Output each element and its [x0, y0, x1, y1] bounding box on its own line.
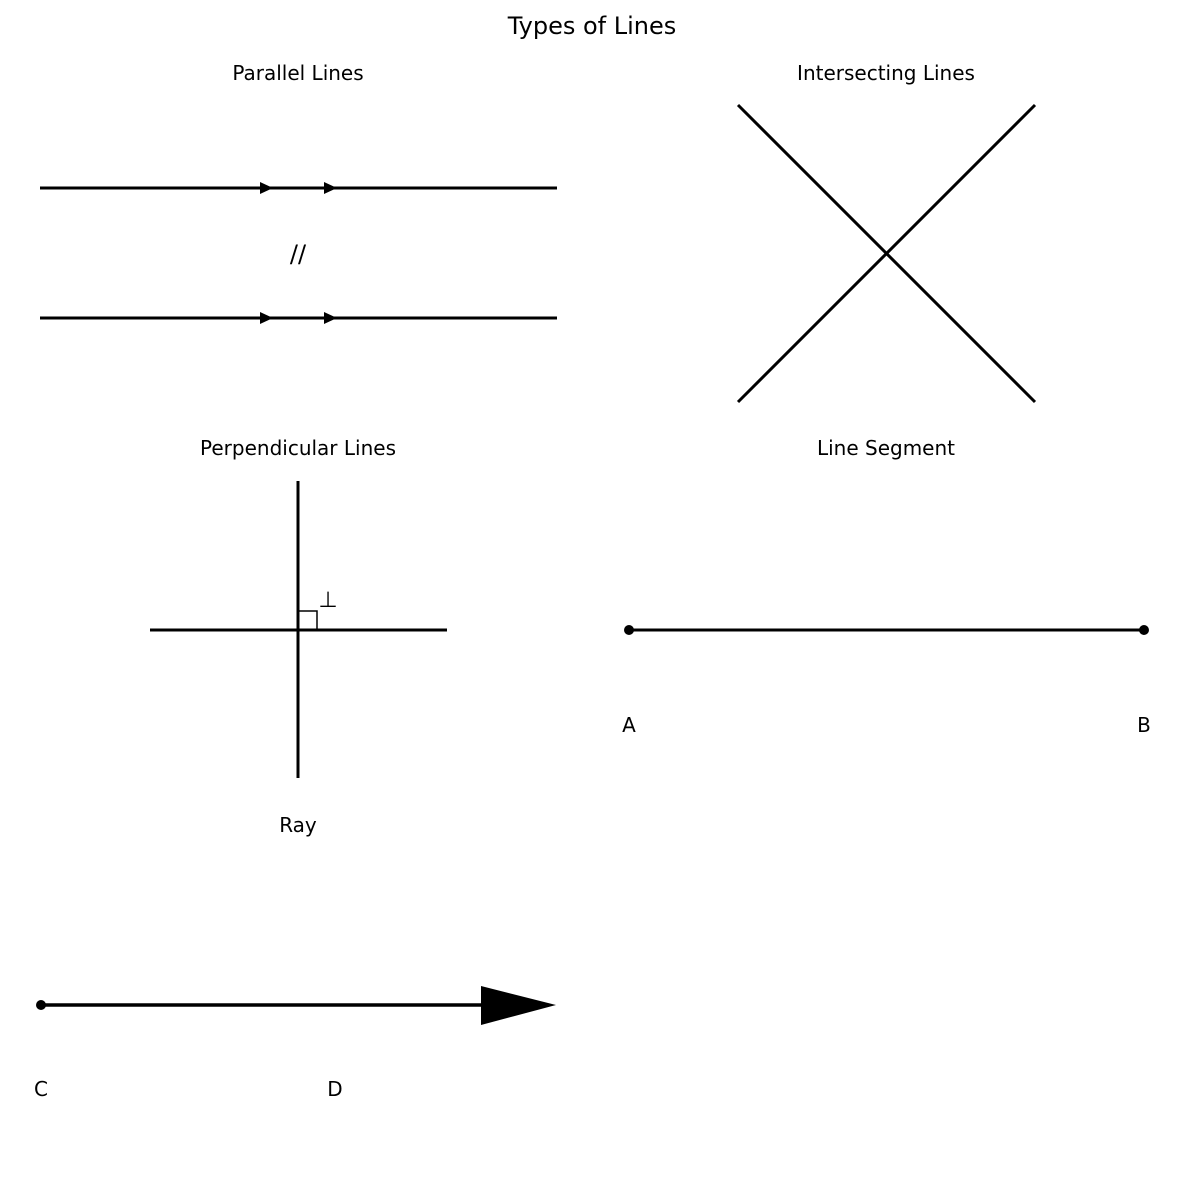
right-angle-marker	[297, 610, 318, 631]
intersecting-line-ascending	[736, 103, 1037, 404]
intersecting-lines-title: Intersecting Lines	[797, 61, 975, 85]
ray-label-d: D	[327, 1077, 342, 1101]
ray-title: Ray	[279, 813, 317, 837]
perpendicular-symbol: ⊥	[318, 588, 337, 613]
parallel-arrow-top-1	[260, 182, 273, 194]
segment-label-a: A	[622, 713, 636, 737]
perpendicular-lines-panel: Perpendicular Lines ⊥	[150, 436, 447, 778]
parallel-arrow-top-2	[324, 182, 337, 194]
ray-arrowhead	[481, 986, 556, 1025]
segment-endpoint-b	[1139, 625, 1149, 635]
ray-endpoint-c	[36, 1000, 46, 1010]
segment-label-b: B	[1137, 713, 1151, 737]
ray-panel: Ray C D	[34, 813, 556, 1101]
parallel-lines-panel: Parallel Lines //	[40, 61, 557, 324]
parallel-symbol: //	[290, 240, 307, 268]
parallel-lines-title: Parallel Lines	[232, 61, 363, 85]
line-segment-panel: Line Segment A B	[622, 436, 1151, 737]
perpendicular-lines-title: Perpendicular Lines	[200, 436, 396, 460]
line-segment-title: Line Segment	[817, 436, 955, 460]
segment-endpoint-a	[624, 625, 634, 635]
diagram-title: Types of Lines	[507, 12, 677, 40]
parallel-arrow-bottom-2	[324, 312, 337, 324]
parallel-arrow-bottom-1	[260, 312, 273, 324]
ray-label-c: C	[34, 1077, 48, 1101]
intersecting-lines-panel: Intersecting Lines	[736, 61, 1037, 404]
